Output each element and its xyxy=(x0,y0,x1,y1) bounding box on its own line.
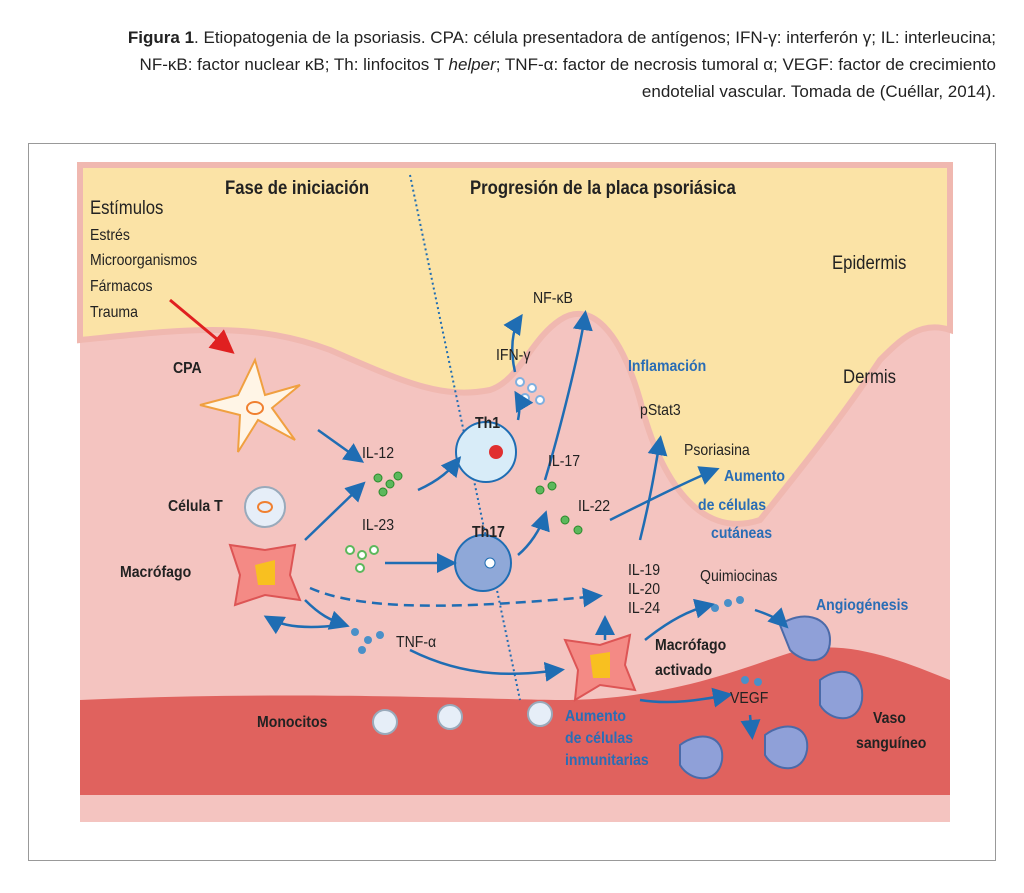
inflammation-label: Inflamación xyxy=(628,358,707,375)
stimuli-title: Estímulos xyxy=(90,198,164,219)
figure-frame xyxy=(28,143,996,861)
vessel-label: sanguíneo xyxy=(856,735,927,752)
cpa-label: CPA xyxy=(173,360,202,377)
endothelial-sprouts xyxy=(679,615,864,780)
skin-cells-label: cutáneas xyxy=(711,525,773,542)
monocytes-label: Monocitos xyxy=(257,714,328,731)
skin-cells-label: de células xyxy=(698,497,767,514)
il23-label: IL-23 xyxy=(362,517,395,534)
stimulus-item: Trauma xyxy=(90,304,138,321)
activated-macrophage-label: Macrófago xyxy=(655,637,727,654)
monocyte xyxy=(527,701,553,727)
psoriasin-label: Psoriasina xyxy=(684,442,750,459)
nfkb-label: NF-κB xyxy=(533,290,573,307)
t-cell-label: Célula T xyxy=(168,498,223,515)
il12-label: IL-12 xyxy=(362,445,395,462)
vegf-label: VEGF xyxy=(730,690,769,707)
th17-label: Th17 xyxy=(472,524,505,541)
macrophage-label: Macrófago xyxy=(120,564,192,581)
t-cell xyxy=(244,486,286,528)
immune-cells-label: inmunitarias xyxy=(565,752,649,769)
stimuli-arrow xyxy=(169,298,235,354)
figure-caption: Figura 1. Etiopatogenia de la psoriasis.… xyxy=(127,28,996,101)
phase-initiation-heading: Fase de iniciación xyxy=(225,178,370,199)
monocyte xyxy=(437,704,463,730)
angiogenesis-label: Angiogénesis xyxy=(816,597,909,614)
th1-label: Th1 xyxy=(475,415,501,432)
figure-label: Figura 1 xyxy=(127,28,195,47)
skin-cells-label: Aumento xyxy=(724,468,786,485)
il22-label: IL-22 xyxy=(578,498,611,515)
phase-divider xyxy=(409,174,521,701)
tnfa-label: TNF-α xyxy=(396,634,437,651)
pathway-arrows xyxy=(263,310,789,740)
phase-progression-heading: Progresión de la placa psoriásica xyxy=(470,178,736,199)
dermis-label: Dermis xyxy=(843,367,896,388)
vessel-label: Vaso xyxy=(873,710,906,727)
il19-label: IL-19 xyxy=(628,562,661,579)
blood-vessel xyxy=(80,647,950,800)
il23-dots xyxy=(345,545,379,573)
pstat3-label: pStat3 xyxy=(640,402,681,419)
tnfa-dots xyxy=(351,628,384,654)
monocyte xyxy=(372,709,398,735)
il12-dots xyxy=(373,471,403,497)
immune-cells-label: de células xyxy=(565,730,634,747)
stimulus-item: Microorganismos xyxy=(90,252,198,269)
activated-macrophage-label: activado xyxy=(655,662,713,679)
il20-label: IL-20 xyxy=(628,581,661,598)
epidermis-label: Epidermis xyxy=(832,253,907,274)
il17-label: IL-17 xyxy=(548,453,581,470)
immune-cells-label: Aumento xyxy=(565,708,627,725)
th17-cell xyxy=(454,534,512,592)
epidermis-region xyxy=(77,162,953,527)
th1-cell xyxy=(455,421,517,483)
il24-label: IL-24 xyxy=(628,600,661,617)
stimulus-item: Fármacos xyxy=(90,278,153,295)
stimulus-item: Estrés xyxy=(90,227,130,244)
ifng-label: IFN-γ xyxy=(496,347,531,364)
chemokines-label: Quimiocinas xyxy=(700,568,778,585)
il17-22-dots xyxy=(535,481,583,535)
cpa-cell xyxy=(199,357,301,453)
